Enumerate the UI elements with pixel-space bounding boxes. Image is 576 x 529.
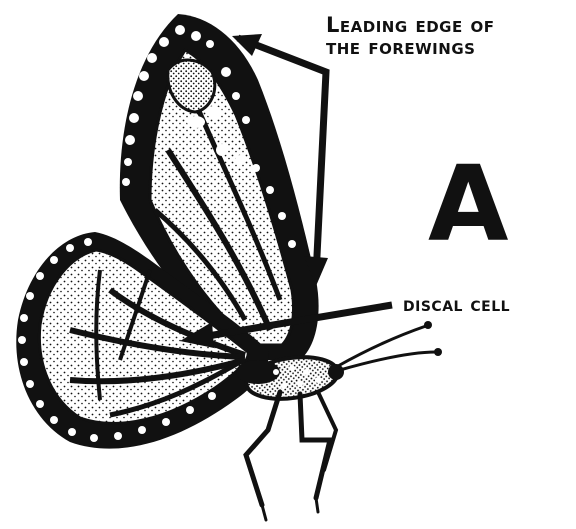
head	[328, 364, 344, 380]
leading-edge-label: Leading edge of the forewings	[326, 14, 495, 58]
panel-letter: A	[428, 152, 509, 256]
leading-edge-label-line1: Leading edge of	[326, 14, 495, 36]
leading-edge-label-line2: the forewings	[326, 36, 495, 58]
legs	[246, 392, 336, 520]
antenna	[340, 352, 436, 370]
discal-cell-label: discal cell	[403, 294, 510, 315]
monarch-butterfly-icon	[16, 14, 442, 520]
